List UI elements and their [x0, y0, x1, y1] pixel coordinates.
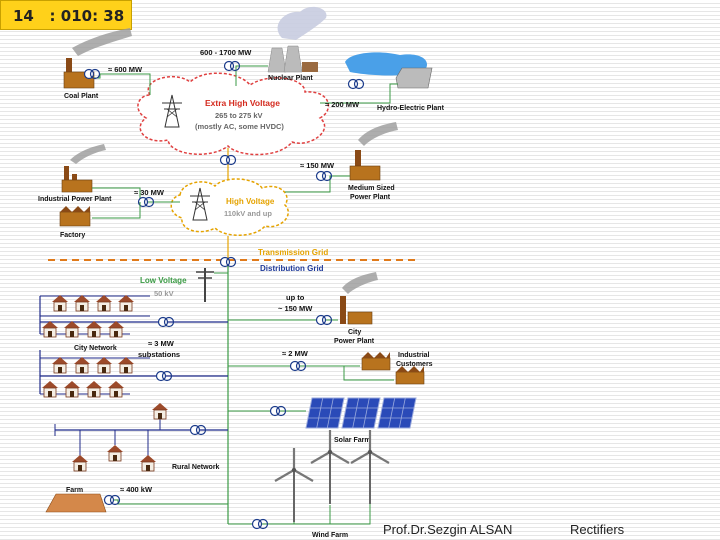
hydro-mw: ≈ 200 MW — [325, 100, 360, 109]
ehv-cloud — [137, 72, 330, 156]
wind-turbines-icon — [273, 428, 391, 524]
substations-line1: ≈ 3 MW — [148, 339, 175, 348]
city-plant-mw-line2: ~ 150 MW — [278, 304, 313, 313]
nuclear-mw: 600 - 1700 MW — [200, 48, 252, 57]
hydro-line — [320, 83, 398, 104]
slide-number-badge: 14 : 010: 38 — [0, 0, 132, 30]
farm-line — [104, 499, 228, 505]
industrial-power-plant-label: Industrial Power Plant — [38, 196, 112, 203]
rural-network — [54, 418, 228, 456]
city-plant-line2: Power Plant — [334, 338, 375, 345]
city-plant-mw-line1: up to — [286, 293, 305, 302]
nuclear-line — [235, 65, 268, 86]
distribution-grid-label: Distribution Grid — [260, 264, 324, 273]
ehv-title: Extra High Voltage — [205, 98, 280, 108]
hydro-transformer-icon — [347, 78, 365, 90]
coal-mw: ≈ 600 MW — [108, 65, 143, 74]
distribution-transformer-icon — [219, 256, 237, 268]
medium-plant-line1: Medium Sized — [348, 185, 395, 192]
farm-icon — [45, 493, 107, 513]
coal-line — [94, 73, 151, 95]
farm-label: Farm — [66, 487, 83, 494]
industrial-mw: ≈ 30 MW — [134, 188, 165, 197]
industrial-power-plant-icon — [61, 144, 106, 193]
medium-plant-line2: Power Plant — [350, 194, 391, 201]
solar-farm-label: Solar Farm — [334, 437, 371, 444]
low-voltage-label: Low Voltage — [140, 276, 187, 285]
hv-cloud — [170, 178, 289, 236]
transmission-grid-label: Transmission Grid — [258, 248, 328, 257]
ehv-note: (mostly AC, some HVDC) — [195, 122, 284, 131]
footer-author: Prof.Dr.Sezgin ALSAN — [383, 522, 513, 537]
factory-icon — [59, 206, 91, 227]
hv-title: High Voltage — [226, 197, 275, 206]
nuclear-plant-icon — [267, 6, 327, 73]
customers-line2: Customers — [396, 361, 433, 368]
ehv-range: 265 to 275 kV — [215, 111, 263, 120]
medium-line — [285, 175, 350, 193]
footer-topic: Rectifiers — [570, 522, 625, 537]
wind-line — [228, 502, 371, 525]
coal-plant-icon — [63, 28, 132, 89]
farm-kw: ≈ 400 kW — [120, 485, 153, 494]
customers-mw: ≈ 2 MW — [282, 349, 309, 358]
ehv-hv-transformer-icon — [219, 154, 237, 166]
substations-line2: substations — [138, 350, 180, 359]
industrial-customers-icon-2 — [395, 366, 425, 385]
city-power-plant-icon — [340, 272, 378, 325]
city-network-label: City Network — [74, 345, 117, 352]
solar-panels-icon — [305, 397, 417, 429]
hv-range: 110kV and up — [224, 209, 272, 218]
city-plant-line1: City — [348, 329, 361, 336]
factory-label: Factory — [60, 232, 85, 239]
coal-transformer-icon — [83, 68, 101, 80]
low-voltage-kv: 50 kV — [154, 289, 174, 298]
customers-line1: Industrial — [398, 352, 430, 359]
medium-transformer-icon — [315, 170, 333, 182]
utility-pole-icon — [196, 268, 214, 302]
wind-farm-label: Wind Farm — [312, 532, 348, 539]
rural-network-label: Rural Network — [172, 464, 220, 471]
city-network — [39, 295, 228, 395]
hydro-plant-label: Hydro-Electric Plant — [377, 105, 445, 112]
customers-line-2 — [343, 366, 394, 381]
medium-mw: ≈ 150 MW — [300, 161, 335, 170]
industrial-line — [92, 187, 180, 203]
medium-power-plant-icon — [349, 122, 398, 181]
industrial-customers-icon-1 — [361, 352, 391, 371]
factory-line — [92, 202, 141, 219]
coal-plant-label: Coal Plant — [64, 93, 99, 100]
rural-houses — [71, 402, 169, 472]
nuclear-plant-label: Nuclear Plant — [268, 75, 313, 82]
hydro-plant-icon — [345, 52, 433, 89]
pole-line — [214, 266, 229, 274]
